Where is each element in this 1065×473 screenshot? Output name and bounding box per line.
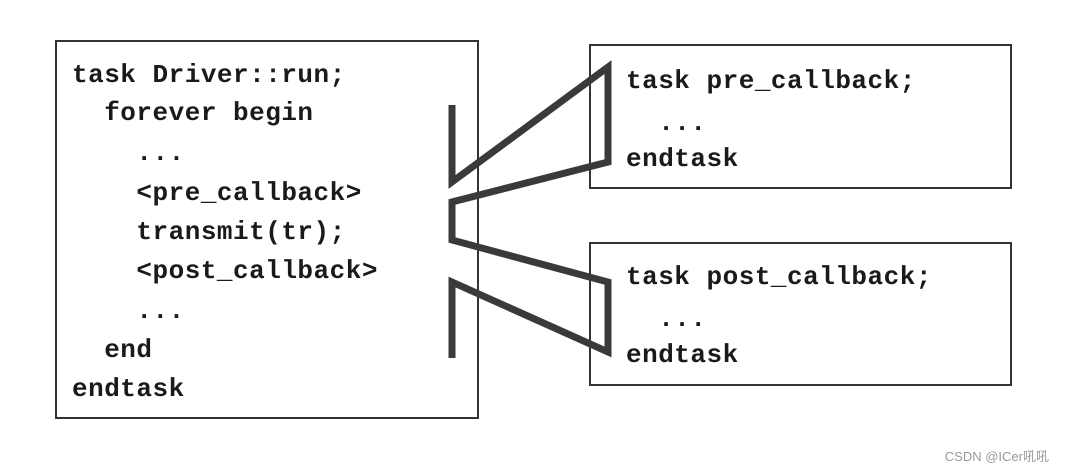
code-line: endtask (72, 374, 185, 404)
code-line-pre-callback: <pre_callback> (72, 178, 362, 208)
code-line: ... (626, 108, 707, 138)
watermark-text: CSDN @ICer吼吼 (944, 449, 1049, 464)
code-line: ... (72, 138, 185, 168)
code-line: forever begin (72, 98, 314, 128)
code-line-transmit: transmit(tr); (72, 217, 346, 247)
driver-task-box: task Driver::run; forever begin ... <pre… (55, 40, 479, 419)
pre-callback-task-box: task pre_callback; ... endtask (589, 44, 1012, 189)
code-line: ... (72, 296, 185, 326)
post-callback-task-box: task post_callback; ... endtask (589, 242, 1012, 386)
code-line: ... (626, 304, 707, 334)
code-line: task Driver::run; (72, 60, 346, 90)
code-line: end (72, 335, 153, 365)
code-line: task post_callback; (626, 262, 932, 292)
code-line: task pre_callback; (626, 66, 916, 96)
code-line-post-callback: <post_callback> (72, 256, 378, 286)
code-line: endtask (626, 144, 739, 174)
code-line: endtask (626, 340, 739, 370)
